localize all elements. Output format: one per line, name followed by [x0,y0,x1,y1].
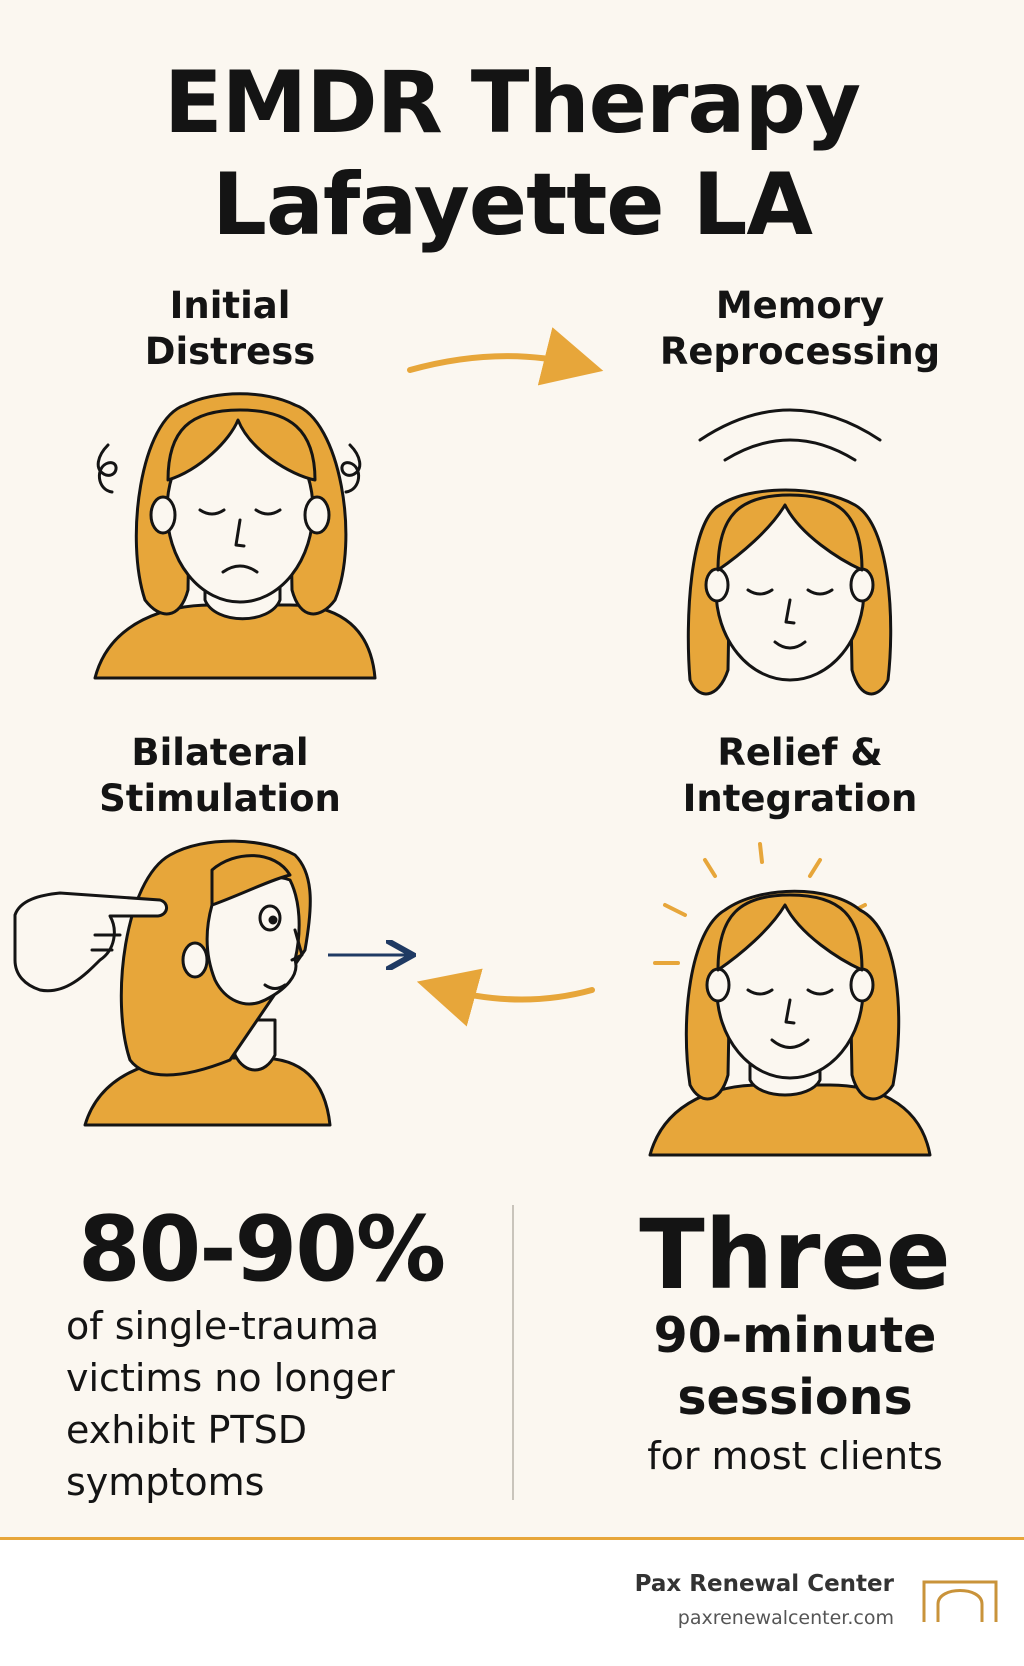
arch-logo-icon [922,1580,998,1622]
stat-sessions-subtitle: 90-minute sessions [620,1305,970,1429]
stat-percentage-description: of single-trauma victims no longer exhib… [66,1300,466,1508]
footer-accent-line [0,1537,1024,1540]
stat-desc-line-2: victims no longer [66,1356,395,1400]
woman-eye-movement-icon [13,839,332,1127]
step-2-line-2: Reprocessing [659,330,941,373]
step-label-relief-integration: Relief & Integration [660,730,940,822]
title-line-2: Lafayette LA [212,155,813,255]
step-2-line-1: Memory [715,284,885,327]
footer [0,1540,1024,1666]
stat-desc-line-1: of single-trauma [66,1304,380,1348]
step-1-line-1: Initial [169,284,291,327]
stat-sub-line-2: sessions [677,1369,913,1426]
step-label-bilateral-stimulation: Bilateral Stimulation [70,730,370,822]
flow-arrow-left-icon [416,968,595,1027]
stat-desc-line-4: symptoms [66,1460,265,1504]
stats-divider [512,1205,514,1500]
step-3-line-2: Stimulation [99,777,341,820]
flow-arrow-right-icon [407,327,604,386]
calm-woman-icon [686,408,893,696]
brand-url: paxrenewalcenter.com [677,1607,894,1629]
stat-desc-line-3: exhibit PTSD [66,1408,308,1452]
distressed-woman-icon [93,392,377,680]
stat-sessions-value: Three [639,1199,951,1311]
step-1-line-2: Distress [144,330,316,373]
step-4-line-1: Relief & [717,731,883,774]
step-4-line-2: Integration [682,777,918,820]
brand-name: Pax Renewal Center [634,1571,894,1597]
step-label-memory-reprocessing: Memory Reprocessing [640,283,960,375]
step-3-line-1: Bilateral [131,731,309,774]
stat-percentage-value: 80-90% [78,1197,446,1302]
stat-sessions-description: for most clients [647,1434,943,1478]
title-line-1: EMDR Therapy [163,53,861,153]
radiant-woman-icon [648,842,932,1157]
stat-sub-line-1: 90-minute [653,1307,937,1364]
step-label-initial-distress: Initial Distress [100,283,360,375]
page-title: EMDR Therapy Lafayette LA [0,52,1024,256]
